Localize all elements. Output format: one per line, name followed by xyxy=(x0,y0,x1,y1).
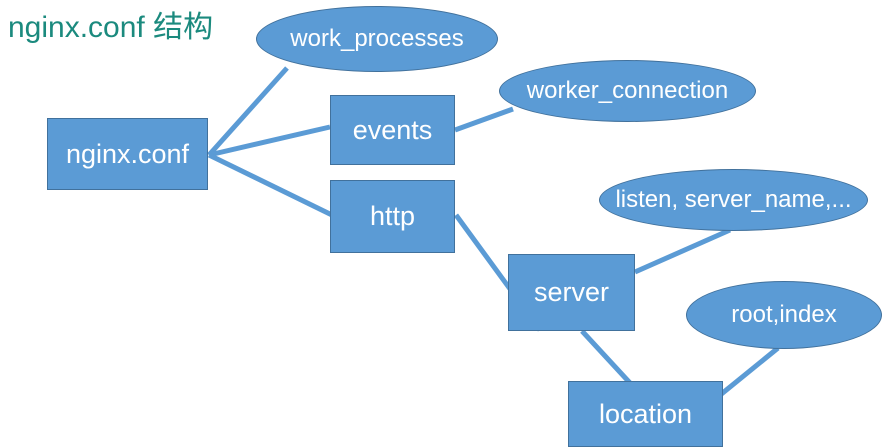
node-label-http: http xyxy=(369,201,416,231)
edge-nginx-work xyxy=(207,66,289,157)
node-server[interactable]: server xyxy=(508,254,635,331)
edge-server-listen xyxy=(633,227,732,275)
edge-nginx-events xyxy=(208,124,331,158)
node-label-events: events xyxy=(352,114,433,145)
node-label-nginx-conf: nginx.conf xyxy=(65,138,190,169)
node-listen-server-name[interactable]: listen, server_name,... xyxy=(599,169,868,231)
edge-location-root xyxy=(712,346,780,402)
edge-nginx-http xyxy=(207,152,336,219)
node-label-server: server xyxy=(533,277,609,307)
node-work-processes[interactable]: work_processes xyxy=(256,6,498,72)
node-location[interactable]: location xyxy=(568,381,723,447)
node-root-index[interactable]: root,index xyxy=(686,281,882,349)
node-label-location: location xyxy=(598,398,693,429)
edge-server-location xyxy=(580,329,632,385)
node-events[interactable]: events xyxy=(330,95,455,165)
node-label-listen-server-name: listen, server_name,... xyxy=(615,186,852,213)
node-label-work-processes: work_processes xyxy=(290,25,464,52)
edge-events-worker xyxy=(454,106,514,133)
node-worker-connection[interactable]: worker_connection xyxy=(499,60,756,122)
node-label-worker-connection: worker_connection xyxy=(526,77,729,104)
page-title: nginx.conf 结构 xyxy=(8,11,214,44)
node-http[interactable]: http xyxy=(330,180,455,253)
node-nginx-conf[interactable]: nginx.conf xyxy=(47,118,208,190)
node-label-root-index: root,index xyxy=(731,301,837,328)
